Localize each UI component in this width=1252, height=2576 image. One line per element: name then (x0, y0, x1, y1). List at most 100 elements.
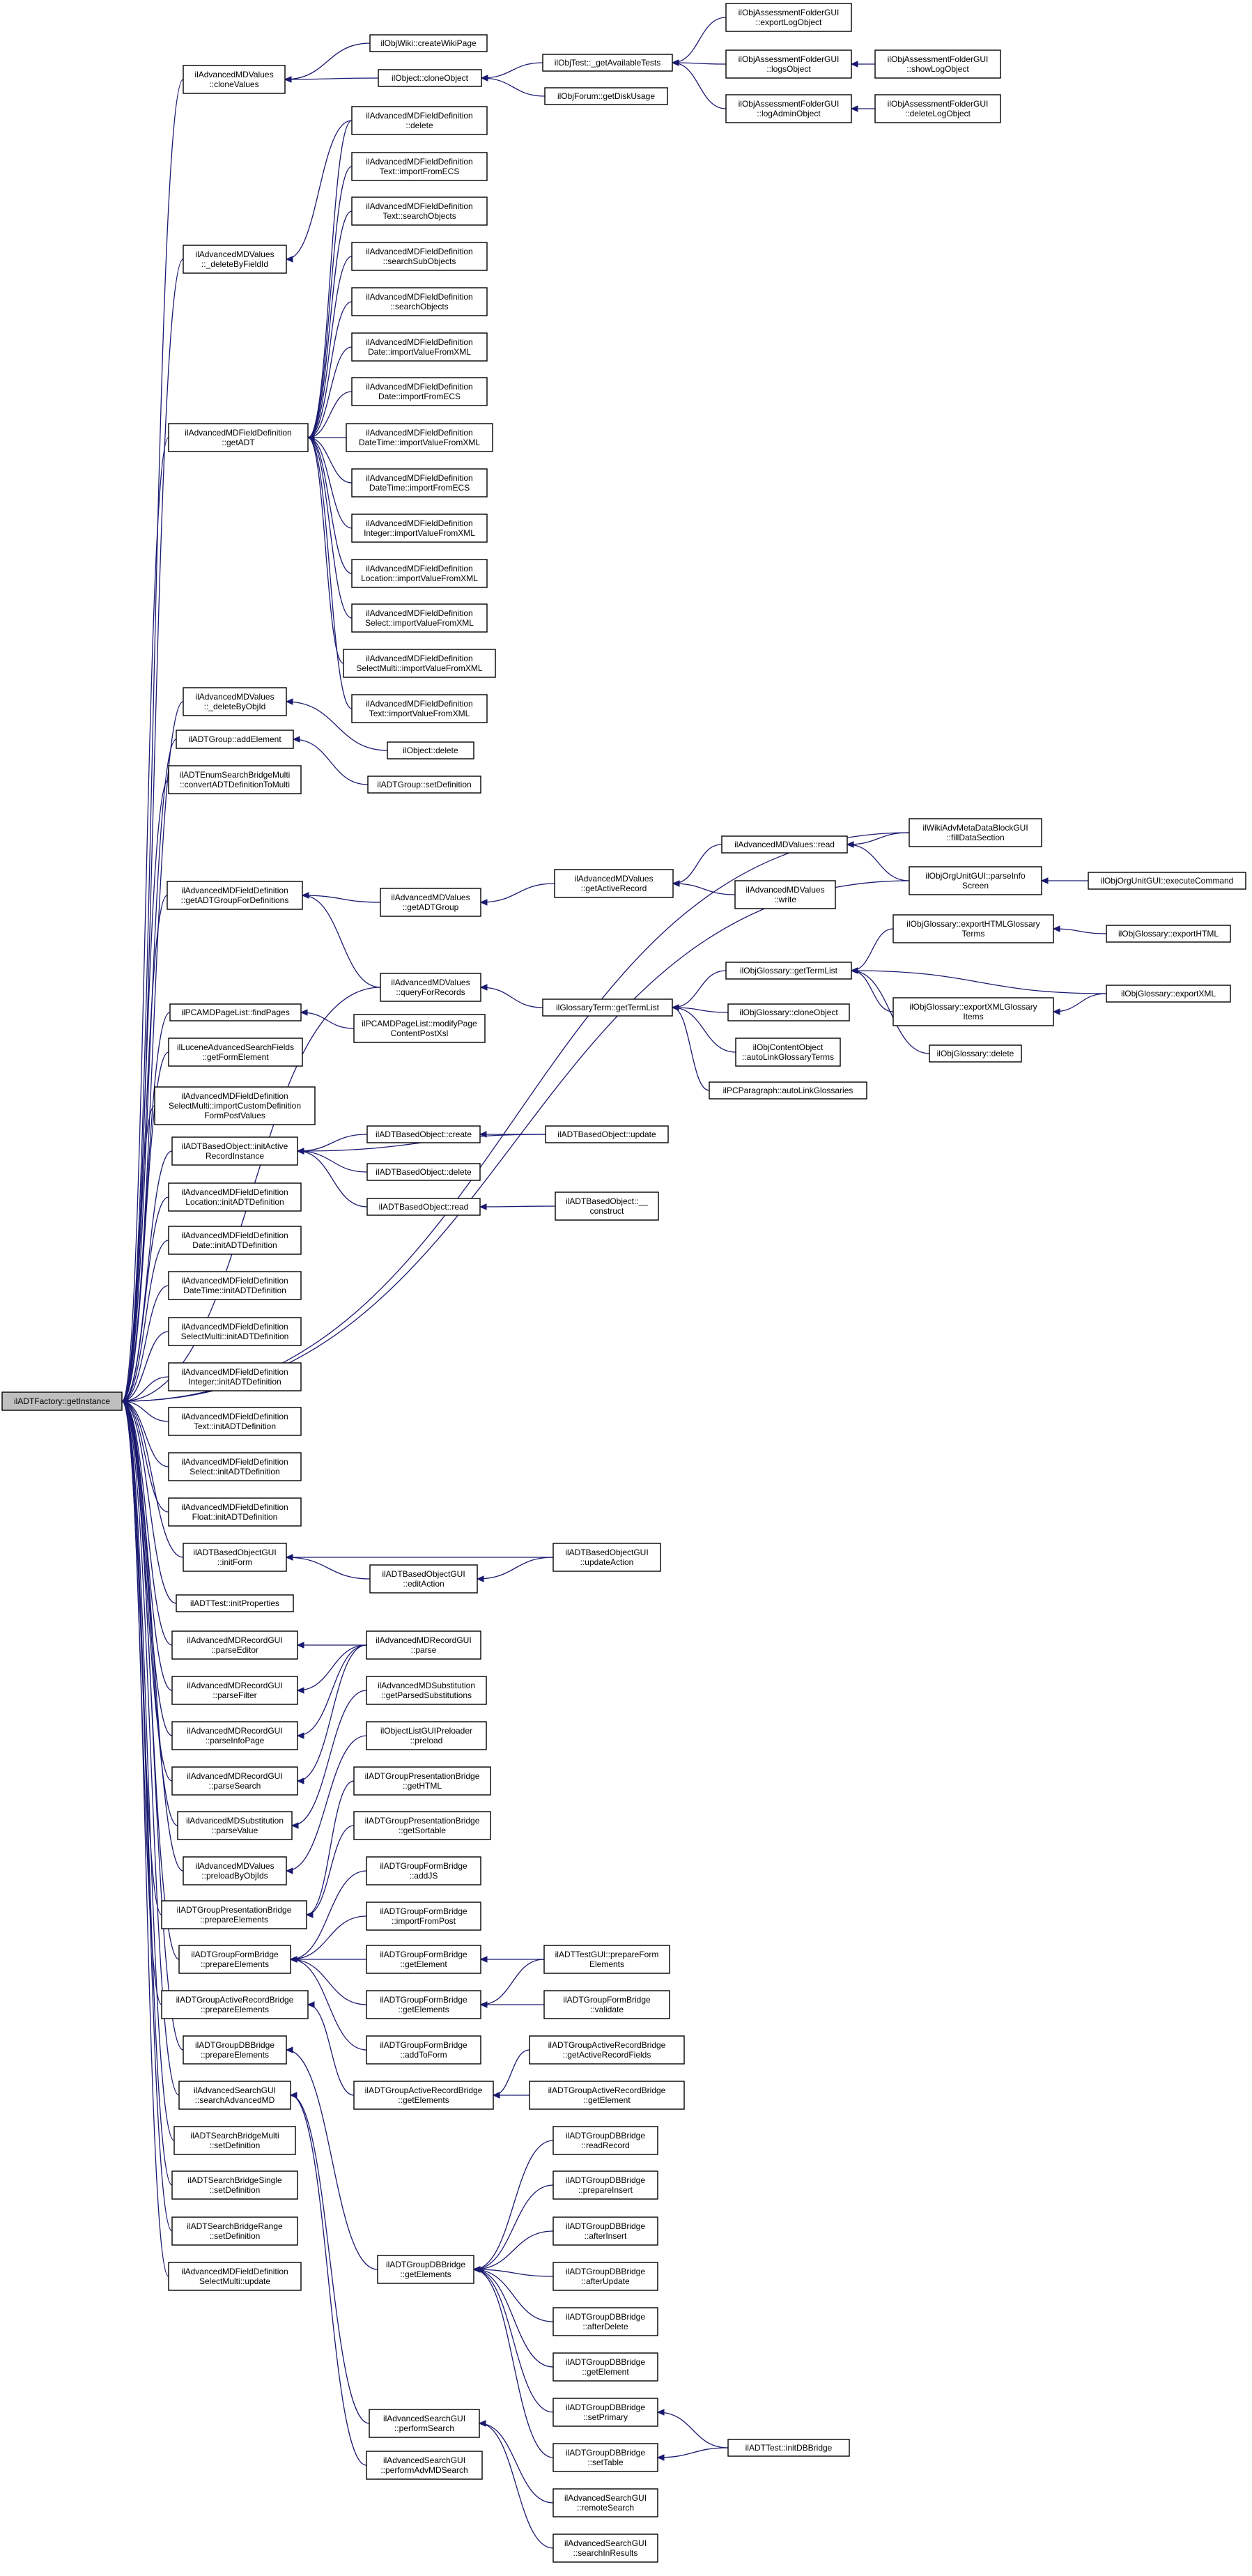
node-iladttest-initproperties[interactable]: ilADTTest::initProperties (176, 1594, 294, 1612)
node-ilobject-cloneobject[interactable]: ilObject::cloneObject (378, 69, 482, 87)
node-ilpcamdpagelist-modifypagecontentpostxsl[interactable]: ilPCAMDPageList::modifyPageContentPostXs… (353, 1014, 486, 1043)
node-iladtgroupactiverecordbridge-getactiverecordfields[interactable]: ilADTGroupActiveRecordBridge::getActiveR… (529, 2035, 685, 2065)
node-ilobjassessmentfoldergui-logadminobject[interactable]: ilObjAssessmentFolderGUI::logAdminObject (725, 94, 852, 123)
node-iladtgroupdbbridge-afterinsert[interactable]: ilADTGroupDBBridge::afterInsert (552, 2216, 658, 2246)
node-iladtgroupformbridge-validate[interactable]: ilADTGroupFormBridge::validate (543, 1990, 670, 2019)
node-iladtsearchbridgemulti-setdefinition[interactable]: ilADTSearchBridgeMulti::setDefinition (173, 2126, 296, 2155)
node-iladttest-initdbbridge[interactable]: ilADTTest::initDBBridge (727, 2439, 850, 2457)
node-iladvancedmdfielddefinitiondate-importvaluefromxml[interactable]: ilAdvancedMDFieldDefinitionDate::importV… (351, 332, 488, 362)
node-iladvancedmdvalues-read[interactable]: ilAdvancedMDValues::read (721, 835, 848, 854)
node-ilpcparagraph-autolinkglossaries[interactable]: ilPCParagraph::autoLinkGlossaries (709, 1081, 867, 1100)
node-iladtbasedobject-create[interactable]: ilADTBasedObject::create (366, 1125, 481, 1143)
node-iladtgroupformbridge-addjs[interactable]: ilADTGroupFormBridge::addJS (366, 1856, 481, 1885)
node-iladtgroup-setdefinition[interactable]: ilADTGroup::setDefinition (367, 776, 481, 794)
node-ilobjtest-getavailabletests[interactable]: ilObjTest::_getAvailableTests (542, 54, 673, 72)
node-iladvancedmdvalues-getadtgroup[interactable]: ilAdvancedMDValues::getADTGroup (380, 888, 481, 917)
node-iladtbasedobjectgui-initform[interactable]: ilADTBasedObjectGUI::initForm (183, 1543, 287, 1572)
node-iladtgroupformbridge-prepareelements[interactable]: ilADTGroupFormBridge::prepareElements (178, 1945, 291, 1974)
node-ilobjcontentobject-autolinkglossaryterms[interactable]: ilObjContentObject::autoLinkGlossaryTerm… (735, 1038, 841, 1067)
node-iladtgroupdbbridge-readrecord[interactable]: ilADTGroupDBBridge::readRecord (552, 2126, 658, 2155)
node-ilobjforum-getdiskusage[interactable]: ilObjForum::getDiskUsage (544, 87, 668, 105)
node-iladvancedmdfielddefinition-searchobjects[interactable]: ilAdvancedMDFieldDefinition::searchObjec… (351, 287, 488, 316)
node-iladvancedmdvalues-write[interactable]: ilAdvancedMDValues::write (734, 880, 836, 909)
node-iladtgroupdbbridge-getelement[interactable]: ilADTGroupDBBridge::getElement (552, 2352, 658, 2382)
node-iladtgroupactiverecordbridge-prepareelements[interactable]: ilADTGroupActiveRecordBridge::prepareEle… (161, 1990, 309, 2019)
node-ilobjglossary-gettermlist[interactable]: ilObjGlossary::getTermList (725, 962, 852, 980)
node-iladvancedmdfielddefinitiondatetime-initadtdefinition[interactable]: ilAdvancedMDFieldDefinitionDateTime::ini… (168, 1271, 302, 1300)
node-iladvancedmdvalues-queryforrecords[interactable]: ilAdvancedMDValues::queryForRecords (380, 973, 481, 1002)
node-iladvancedsearchgui-remotesearch[interactable]: ilAdvancedSearchGUI::remoteSearch (552, 2488, 658, 2517)
node-iladvancedmdsubstitution-parsevalue[interactable]: ilAdvancedMDSubstitution::parseValue (177, 1811, 293, 1840)
node-iladvancedmdrecordgui-parseinfopage[interactable]: ilAdvancedMDRecordGUI::parseInfoPage (171, 1721, 298, 1750)
node-iladvancedmdfielddefinitionselectmulti-update[interactable]: ilAdvancedMDFieldDefinitionSelectMulti::… (168, 2262, 302, 2291)
node-iladvancedmdfielddefinitiondatetime-importfromecs[interactable]: ilAdvancedMDFieldDefinitionDateTime::imp… (351, 468, 488, 498)
node-iladvancedmdvalues-clonevalues[interactable]: ilAdvancedMDValues::cloneValues (183, 65, 286, 94)
node-iladvancedmdfielddefinitiondatetime-importvaluefromxml[interactable]: ilAdvancedMDFieldDefinitionDateTime::imp… (346, 423, 493, 452)
node-iladvancedmdfielddefinitiontext-importvaluefromxml[interactable]: ilAdvancedMDFieldDefinitionText::importV… (351, 694, 488, 723)
node-ilglossaryterm-gettermlist[interactable]: ilGlossaryTerm::getTermList (542, 998, 673, 1017)
node-iladtgrouppresentationbridge-prepareelements[interactable]: ilADTGroupPresentationBridge::prepareEle… (161, 1900, 307, 1929)
node-iladvancedmdfielddefinitiontext-initadtdefinition[interactable]: ilAdvancedMDFieldDefinitionText::initADT… (168, 1407, 302, 1436)
node-iladvancedmdrecordgui-parsefilter[interactable]: ilAdvancedMDRecordGUI::parseFilter (171, 1676, 298, 1705)
node-iladtgroupdbbridge-prepareelements[interactable]: ilADTGroupDBBridge::prepareElements (183, 2035, 287, 2065)
node-ilpcamdpagelist-findpages[interactable]: ilPCAMDPageList::findPages (169, 1003, 302, 1021)
node-iladvancedmdfielddefinitioninteger-initadtdefinition[interactable]: ilAdvancedMDFieldDefinitionInteger::init… (168, 1362, 302, 1391)
node-iladvancedmdvalues-preloadbyobjids[interactable]: ilAdvancedMDValues::preloadByObjIds (183, 1856, 287, 1885)
node-ilobjassessmentfoldergui-deletelogobject[interactable]: ilObjAssessmentFolderGUI::deleteLogObjec… (874, 94, 1001, 123)
node-iladvancedmdfielddefinitionselectmulti-importcustomdefinitionformpostvalues[interactable]: ilAdvancedMDFieldDefinitionSelectMulti::… (154, 1086, 316, 1125)
node-iladvancedmdfielddefinition-searchsubobjects[interactable]: ilAdvancedMDFieldDefinition::searchSubOb… (351, 242, 488, 271)
node-iladvancedmdfielddefinition-getadt[interactable]: ilAdvancedMDFieldDefinition::getADT (168, 423, 309, 452)
node-iladtbasedobject-read[interactable]: ilADTBasedObject::read (366, 1198, 481, 1216)
node-iladtbasedobject-construct[interactable]: ilADTBasedObject::__construct (555, 1191, 659, 1221)
node-ilobject-delete[interactable]: ilObject::delete (387, 741, 474, 759)
node-iladtgroupformbridge-getelement[interactable]: ilADTGroupFormBridge::getElement (366, 1945, 481, 1974)
node-iladvancedmdvalues-deletebyfieldid[interactable]: ilAdvancedMDValues::_deleteByFieldId (183, 245, 287, 274)
node-ilobjectlistguipreloader-preload[interactable]: ilObjectListGUIPreloader::preload (366, 1721, 487, 1750)
node-iladvancedmdfielddefinition-getadtgroupfordefinitions[interactable]: ilAdvancedMDFieldDefinition::getADTGroup… (167, 881, 303, 910)
node-ilobjorgunitgui-executecommand[interactable]: ilObjOrgUnitGUI::executeCommand (1088, 872, 1246, 890)
node-iladvancedsearchgui-performsearch[interactable]: ilAdvancedSearchGUI::performSearch (369, 2409, 480, 2438)
node-iladvancedmdrecordgui-parsesearch[interactable]: ilAdvancedMDRecordGUI::parseSearch (171, 1766, 298, 1796)
node-iladtgroupdbbridge-afterupdate[interactable]: ilADTGroupDBBridge::afterUpdate (552, 2262, 658, 2291)
node-iladtgrouppresentationbridge-getsortable[interactable]: ilADTGroupPresentationBridge::getSortabl… (353, 1811, 491, 1840)
node-iladtgroupdbbridge-getelements[interactable]: ilADTGroupDBBridge::getElements (377, 2255, 474, 2284)
node-illuceneadvancedsearchfields-getformelement[interactable]: ilLuceneAdvancedSearchFields::getFormEle… (168, 1038, 303, 1067)
node-iladtgrouppresentationbridge-gethtml[interactable]: ilADTGroupPresentationBridge::getHTML (353, 1766, 491, 1796)
node-ilwikiadvmetadatablockgui-filldatasection[interactable]: ilWikiAdvMetaDataBlockGUI::fillDataSecti… (909, 818, 1042, 847)
node-iladvancedmdvalues-deletebyobjid[interactable]: ilAdvancedMDValues::_deleteByObjId (183, 687, 287, 716)
node-iladtbasedobject-delete[interactable]: ilADTBasedObject::delete (366, 1163, 481, 1181)
node-iladvancedmdfielddefinitiontext-importfromecs[interactable]: ilAdvancedMDFieldDefinitionText::importF… (351, 152, 488, 181)
node-iladtgroupdbbridge-settable[interactable]: ilADTGroupDBBridge::setTable (552, 2443, 658, 2472)
node-iladvancedsearchgui-searchadvancedmd[interactable]: ilAdvancedSearchGUI::searchAdvancedMD (178, 2081, 291, 2110)
node-ilobjassessmentfoldergui-logsobject[interactable]: ilObjAssessmentFolderGUI::logsObject (725, 49, 852, 79)
node-ilobjglossary-cloneobject[interactable]: ilObjGlossary::cloneObject (727, 1003, 850, 1021)
node-iladtenumsearchbridgemulti-convertadtdefinitiontomulti[interactable]: ilADTEnumSearchBridgeMulti::convertADTDe… (168, 765, 302, 794)
node-iladvancedmdfielddefinitionlocation-importvaluefromxml[interactable]: ilAdvancedMDFieldDefinitionLocation::imp… (351, 559, 488, 588)
node-iladtgroupformbridge-getelements[interactable]: ilADTGroupFormBridge::getElements (366, 1990, 481, 2019)
node-iladtgroupformbridge-addtoform[interactable]: ilADTGroupFormBridge::addToForm (366, 2035, 481, 2065)
node-iladvancedsearchgui-performadvmdsearch[interactable]: ilAdvancedSearchGUI::performAdvMDSearch (366, 2451, 483, 2480)
node-ilobjassessmentfoldergui-exportlogobject[interactable]: ilObjAssessmentFolderGUI::exportLogObjec… (725, 3, 852, 32)
node-iladtfactory-getinstance[interactable]: ilADTFactory::getInstance (1, 1391, 123, 1411)
node-iladvancedmdrecordgui-parse[interactable]: ilAdvancedMDRecordGUI::parse (366, 1630, 481, 1660)
node-iladvancedmdfielddefinitioninteger-importvaluefromxml[interactable]: ilAdvancedMDFieldDefinitionInteger::impo… (351, 514, 488, 543)
node-iladvancedmdfielddefinitionselectmulti-initadtdefinition[interactable]: ilAdvancedMDFieldDefinitionSelectMulti::… (168, 1317, 302, 1346)
node-iladvancedmdfielddefinition-delete[interactable]: ilAdvancedMDFieldDefinition::delete (351, 106, 488, 135)
node-iladvancedmdfielddefinitionlocation-initadtdefinition[interactable]: ilAdvancedMDFieldDefinitionLocation::ini… (168, 1182, 302, 1212)
node-ilobjglossary-exporthtml[interactable]: ilObjGlossary::exportHTML (1106, 925, 1231, 943)
node-iladtgroupformbridge-importfrompost[interactable]: ilADTGroupFormBridge::importFromPost (366, 1902, 481, 1931)
node-iladtgroupdbbridge-afterdelete[interactable]: ilADTGroupDBBridge::afterDelete (552, 2307, 658, 2336)
node-iladvancedmdfielddefinitionselect-importvaluefromxml[interactable]: ilAdvancedMDFieldDefinitionSelect::impor… (351, 603, 488, 633)
node-iladtgroupactiverecordbridge-getelement[interactable]: ilADTGroupActiveRecordBridge::getElement (529, 2081, 685, 2110)
node-iladtgroupdbbridge-setprimary[interactable]: ilADTGroupDBBridge::setPrimary (552, 2398, 658, 2427)
node-iladtbasedobjectgui-editaction[interactable]: ilADTBasedObjectGUI::editAction (369, 1564, 478, 1594)
node-iladvancedsearchgui-searchinresults[interactable]: ilAdvancedSearchGUI::searchInResults (552, 2533, 658, 2563)
node-iladvancedmdrecordgui-parseeditor[interactable]: ilAdvancedMDRecordGUI::parseEditor (171, 1630, 298, 1660)
node-iladtgroupdbbridge-prepareinsert[interactable]: ilADTGroupDBBridge::prepareInsert (552, 2170, 658, 2200)
node-iladtsearchbridgesingle-setdefinition[interactable]: ilADTSearchBridgeSingle::setDefinition (171, 2170, 298, 2200)
node-iladtbasedobject-update[interactable]: ilADTBasedObject::update (545, 1125, 669, 1143)
